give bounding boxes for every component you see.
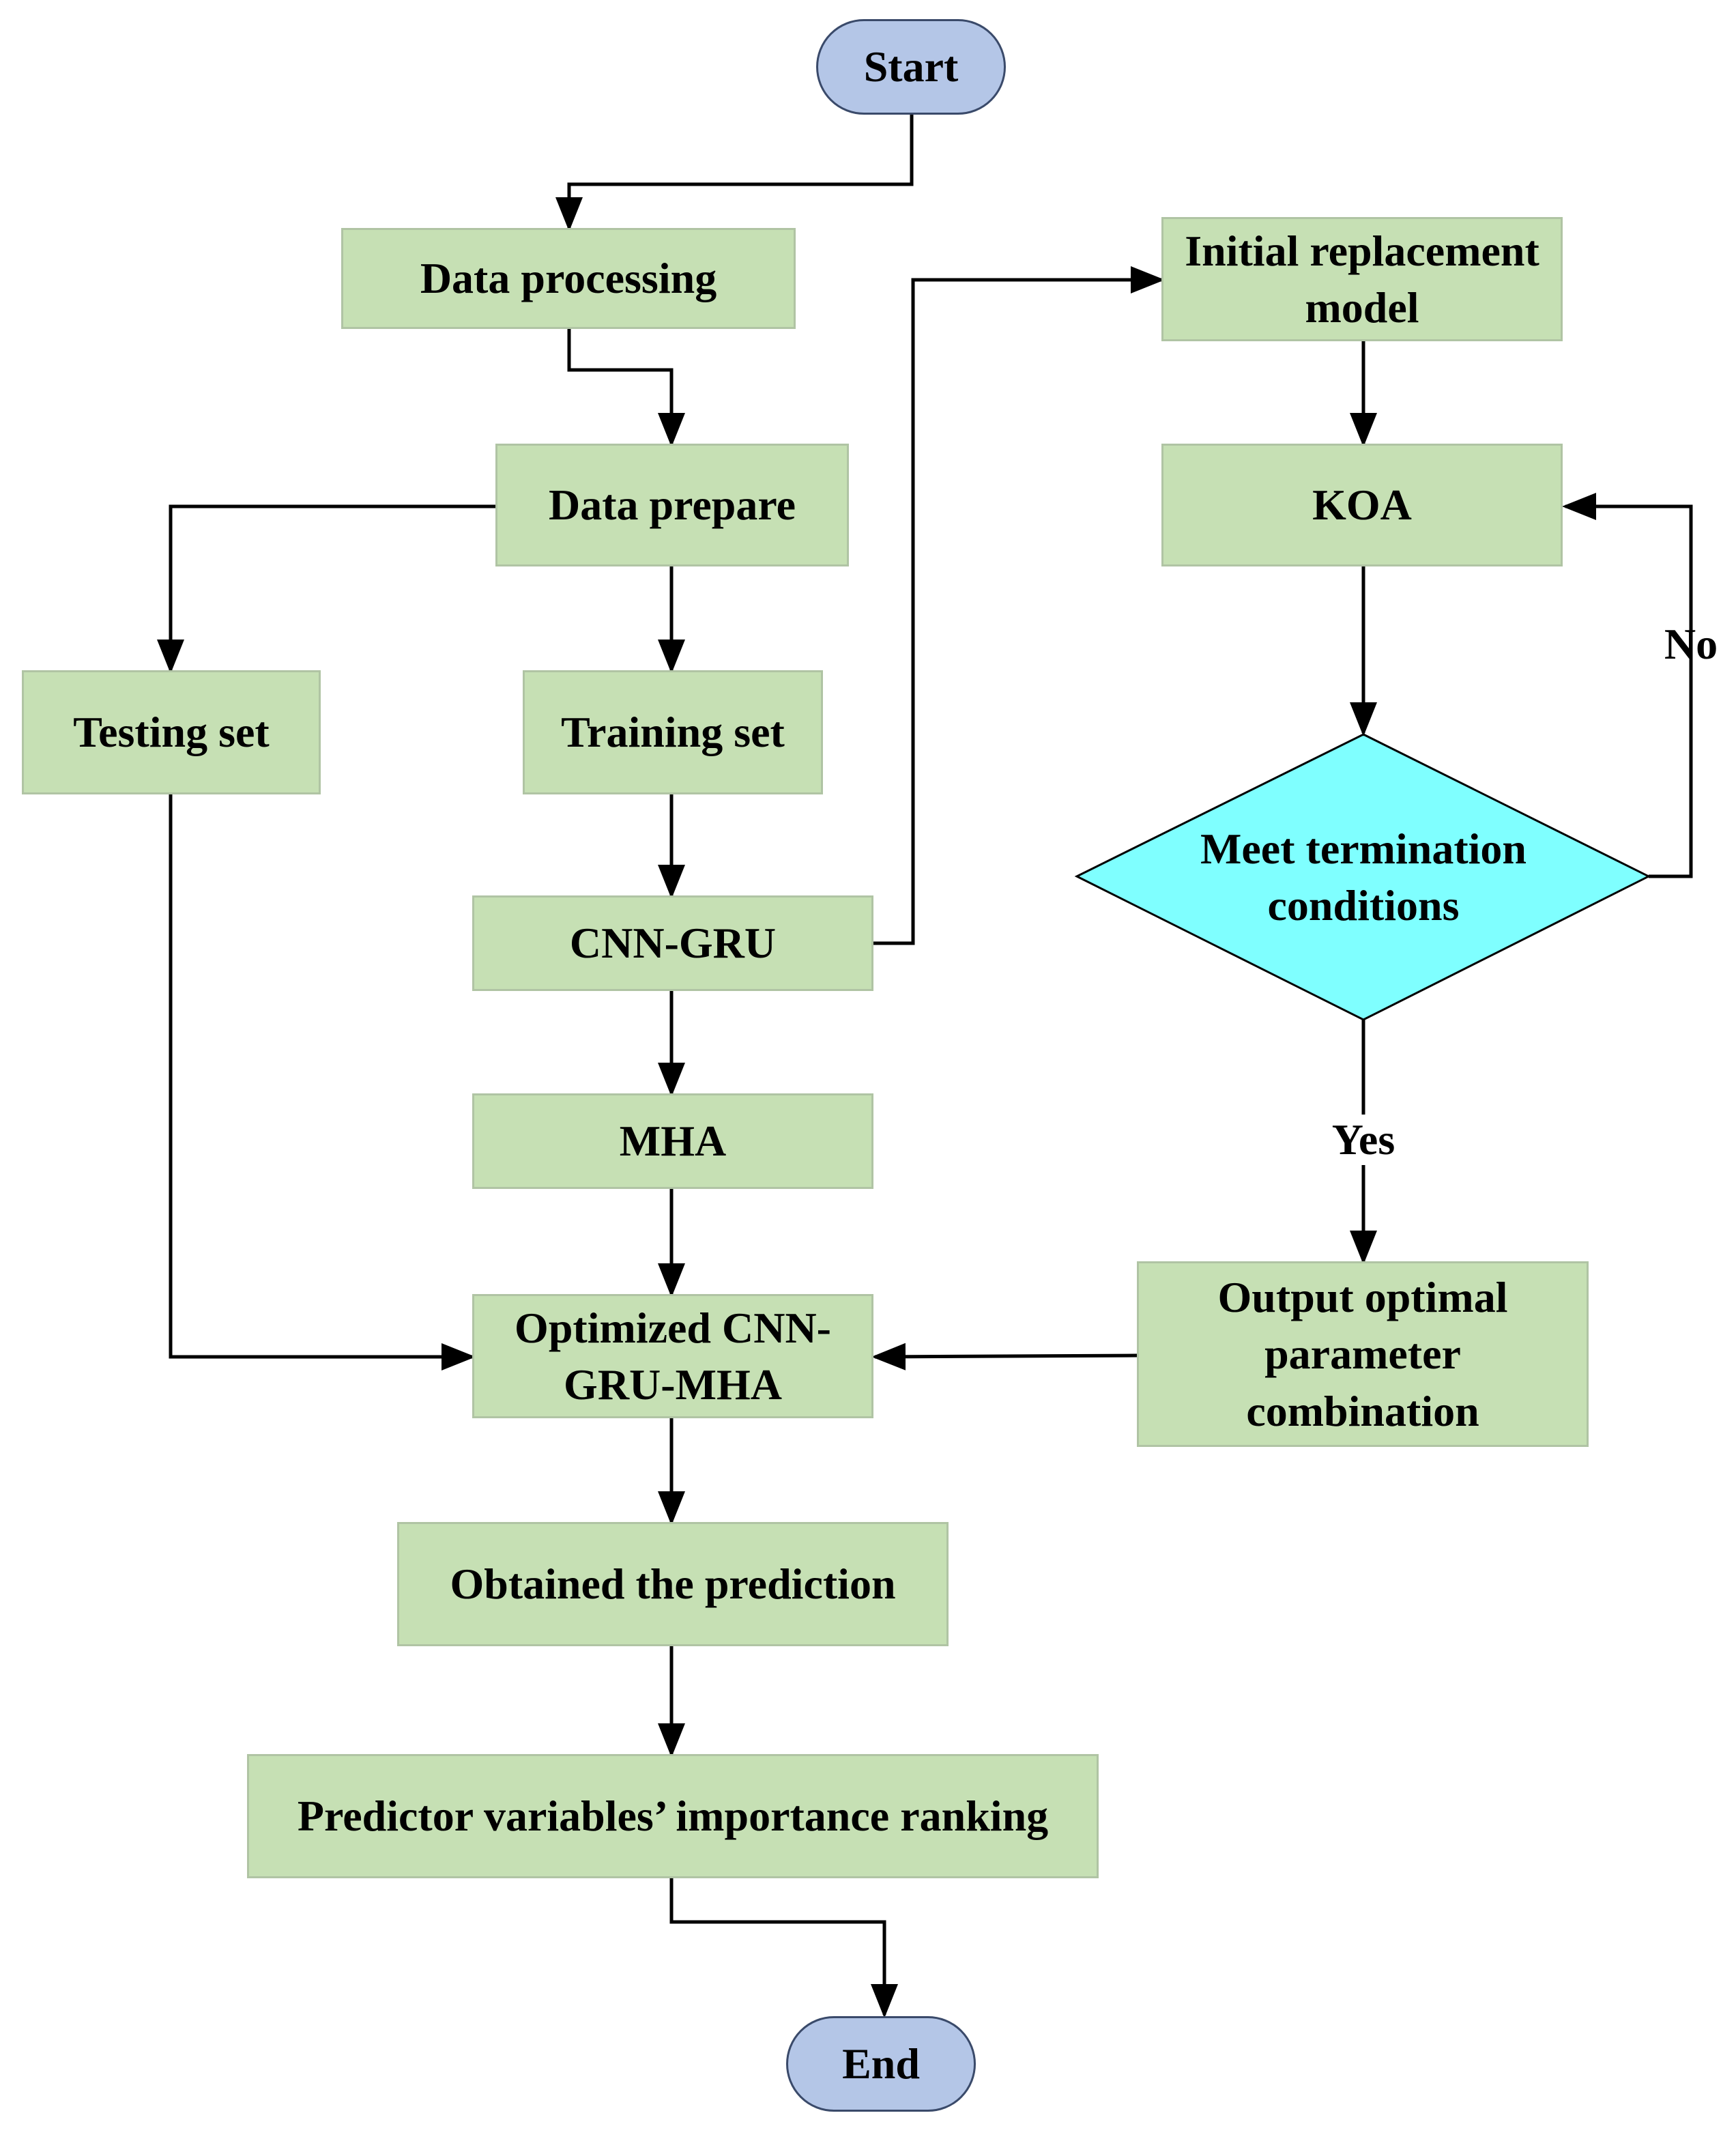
testing-set-box: Testing set [22, 670, 321, 794]
start-terminal: Start [816, 19, 1006, 115]
obtained-prediction-box: Obtained the prediction [397, 1522, 949, 1646]
training-set-label: Training set [561, 708, 785, 757]
optimized-model-label: Optimized CNN- GRU-MHA [515, 1303, 831, 1409]
output-params-box: Output optimal parameter combination [1137, 1261, 1589, 1447]
arrow-testing-set-to-optimized [169, 794, 476, 1370]
mha-label: MHA [619, 1117, 727, 1166]
cnn-gru-label: CNN-GRU [569, 919, 777, 968]
data-processing-label: Data processing [420, 254, 717, 303]
no-label: No [1664, 620, 1718, 668]
importance-ranking-label: Predictor variables’ importance ranking [297, 1792, 1049, 1841]
start-label: Start [863, 42, 959, 91]
koa-box: KOA [1161, 444, 1563, 566]
arrow-start-to-data-processing [555, 115, 914, 231]
arrow-importance-ranking-to-end [669, 1878, 898, 2018]
termination-decision: Meet termination conditions [1160, 805, 1567, 949]
arrow-output-params-to-optimized [871, 1343, 1138, 1370]
data-prepare-label: Data prepare [548, 480, 796, 530]
arrow-termination-no-to-koa [1562, 493, 1693, 878]
yes-label: Yes [1327, 1115, 1400, 1165]
output-params-label: Output optimal parameter combination [1217, 1273, 1508, 1435]
arrow-cnn-gru-to-initial-model [873, 266, 1165, 945]
training-set-box: Training set [523, 670, 823, 794]
obtained-prediction-label: Obtained the prediction [450, 1560, 896, 1609]
optimized-model-box: Optimized CNN- GRU-MHA [472, 1294, 873, 1418]
data-prepare-box: Data prepare [495, 444, 849, 566]
end-label: End [842, 2039, 920, 2088]
cnn-gru-box: CNN-GRU [472, 895, 873, 991]
mha-box: MHA [472, 1093, 873, 1189]
end-terminal: End [786, 2016, 976, 2112]
koa-label: KOA [1312, 480, 1412, 530]
arrow-data-prepare-to-testing-set [157, 504, 495, 674]
initial-model-box: Initial replacement model [1161, 217, 1563, 341]
initial-model-label: Initial replacement model [1185, 226, 1539, 332]
arrow-data-processing-to-data-prepare [567, 329, 685, 447]
termination-label: Meet termination conditions [1200, 824, 1527, 930]
importance-ranking-box: Predictor variables’ importance ranking [247, 1754, 1099, 1878]
data-processing-box: Data processing [341, 228, 796, 329]
testing-set-label: Testing set [73, 708, 270, 757]
